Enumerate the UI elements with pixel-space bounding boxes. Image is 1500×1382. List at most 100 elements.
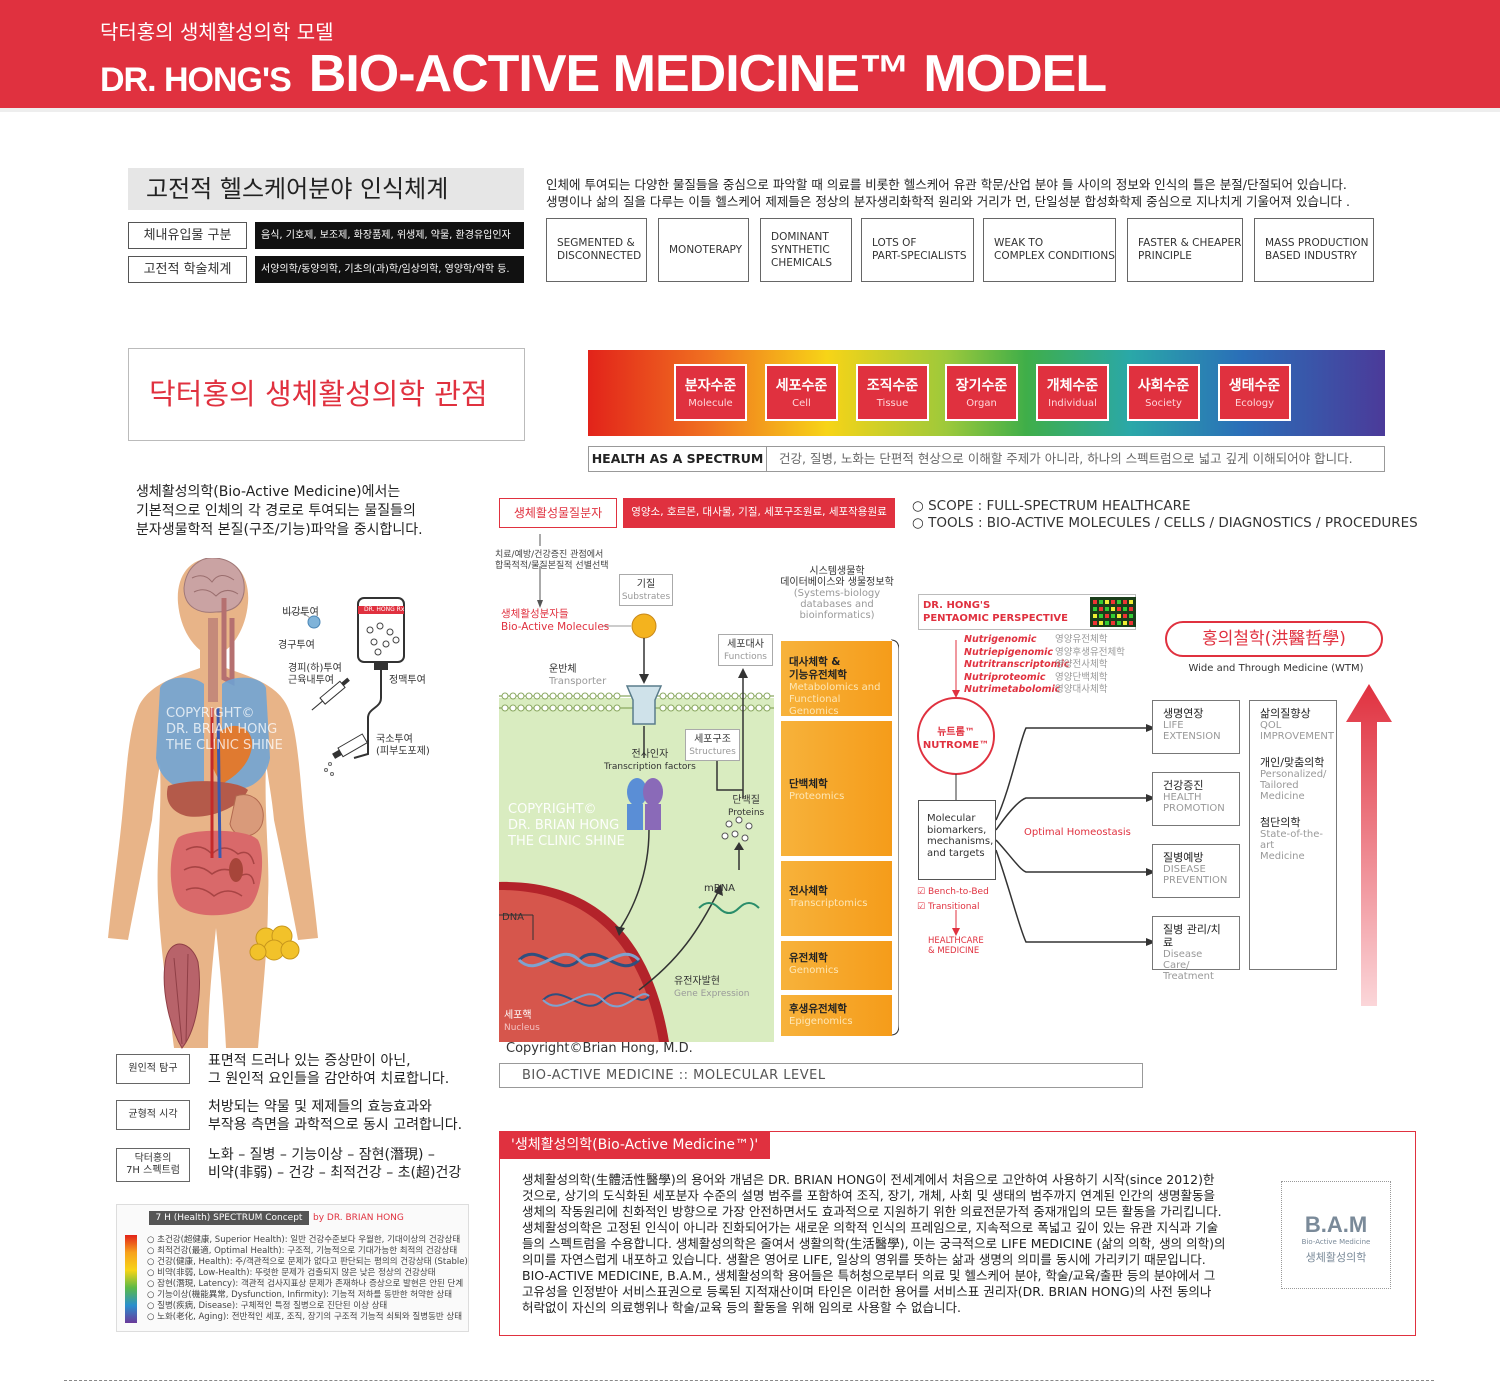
healthcare-1: HEALTHCARE <box>928 936 984 946</box>
biomarkers-2: biomarkers, <box>927 824 987 836</box>
legend-line-4: ○ 비약(非弱, Low-Health): 뚜렷한 문제가 검출되지 않은 낮은… <box>147 1268 436 1278</box>
diagram-copyright: Copyright©Brian Hong, M.D. <box>506 1041 693 1056</box>
legend-line-8: ○ 노화(老化, Aging): 전반적인 세포, 조직, 장기의 구조적 기능… <box>147 1312 463 1322</box>
characteristic-3-line-1: DOMINANT <box>771 230 829 243</box>
biomarkers-3: mechanisms, <box>927 836 994 847</box>
metabolism-en: Functions <box>724 652 767 662</box>
route-topical-2: (피부도포제) <box>376 746 430 757</box>
header-title-main: BIO-ACTIVE MEDICINE™ MODEL <box>308 45 1107 103</box>
protein-ko: 단백질 <box>732 795 760 806</box>
classic-title: 고전적 헬스케어분야 인식체계 <box>128 168 524 210</box>
healthcare-medicine: HEALTHCARE& MEDICINE <box>928 936 984 956</box>
outcome-1-en-1: LIFE <box>1163 720 1184 731</box>
definition-line-8: 고유성을 인정받아 서비스표권으로 등록된 지적재산이며 타인은 이러한 용어를… <box>522 1284 1212 1299</box>
definition-tab: '생체활성의학(Bio-Active Medicine™)' <box>499 1131 771 1159</box>
right-personalized-en-2: Tailored <box>1260 780 1299 791</box>
pentaomic-connectors <box>917 640 1156 946</box>
level-individual-ko: 개체수준 <box>1046 378 1099 394</box>
systems-en-2: databases and bioinformatics) <box>799 599 875 621</box>
pentaomic-item-1-ko: 영양유전체학 <box>1055 634 1108 645</box>
level-molecule-en: Molecule <box>688 398 733 409</box>
legend-by: by DR. BRIAN HONG <box>313 1213 404 1223</box>
header-banner <box>0 0 1500 112</box>
protein-en: Proteins <box>728 808 765 818</box>
right-personalized-ko: 개인/맞춤의학 <box>1260 756 1325 769</box>
note-causal-text: 표면적 드러나 있는 증상만이 아닌,그 원인적 요인들을 감안하여 치료합니다… <box>208 1052 449 1088</box>
characteristic-box-1: SEGMENTED &DISCONNECTED <box>546 218 647 282</box>
bam-logo-sub: Bio-Active Medicine <box>1301 1238 1371 1246</box>
omics-genomics-ko: 유전체학 <box>789 952 828 964</box>
bam-molecules-en: Bio-Active Molecules <box>501 621 610 633</box>
characteristic-6-line-2: PRINCIPLE <box>1138 250 1192 262</box>
systems-ko-2: 데이터베이스와 생물정보학 <box>780 577 894 588</box>
right-qol-en-1: QOL <box>1260 720 1282 731</box>
right-advanced-en-2: Medicine <box>1260 851 1305 862</box>
pentaomic-list-en: Nutrigenomic Nutriepigenomic Nutritransc… <box>964 634 1069 697</box>
bam-logo-ko: 생체활성의학 <box>1305 1251 1367 1264</box>
level-individual: 개체수준 Individual <box>1036 364 1109 421</box>
body-watermark-3: THE CLINIC SHINE <box>166 738 283 753</box>
systems-en-1: (Systems-biology <box>793 588 881 599</box>
gene-expression-en: Gene Expression <box>674 989 750 999</box>
right-advanced-ko: 첨단의학 <box>1260 816 1301 829</box>
note-spectrum-line-2: 비약(非弱) – 건강 – 최적건강 – 초(超)건강 <box>208 1165 462 1181</box>
characteristic-7-line-1: MASS PRODUCTION <box>1265 237 1369 249</box>
omics-metabolomics-en-2: Functional Genomics <box>789 694 841 717</box>
omics-epigenomics-ko: 후생유전체학 <box>789 1003 847 1015</box>
bam-logo: B.A.M Bio-Active Medicine 생체활성의학 <box>1281 1181 1391 1289</box>
dna-label: DNA <box>502 912 525 923</box>
definition-line-6: 의미를 자연스럽게 내포하고 있습니다. 생활은 영어로 LIFE, 일상의 영… <box>522 1252 1206 1267</box>
level-tissue-ko: 조직수준 <box>866 378 919 394</box>
health-spectrum-desc: 건강, 질병, 노화는 단편적 현상으로 이해할 주제가 아니라, 하나의 스펙… <box>779 451 1353 466</box>
level-individual-en: Individual <box>1048 398 1097 409</box>
outcome-2-en-1: HEALTH <box>1163 792 1202 803</box>
bench-to-bed: ☑ Bench-to-Bed <box>917 885 989 900</box>
structures-ko: 세포구조 <box>694 734 731 745</box>
molecular-level-bar: BIO-ACTIVE MEDICINE :: MOLECULAR LEVEL <box>499 1063 1143 1088</box>
omics-transcriptomics-en: Transcriptomics <box>789 898 868 909</box>
note-balanced-label: 균형적 시각 <box>116 1100 190 1130</box>
level-molecule-ko: 분자수준 <box>684 378 737 394</box>
outcome-3-en-2: PREVENTION <box>1163 875 1228 886</box>
tf-en: Transcription factors <box>604 762 696 772</box>
pentaomic-item-4-en: Nutriproteomic <box>964 671 1046 683</box>
nutrome-ko: 뉴트롬™ <box>937 727 975 738</box>
characteristic-5-line-2: COMPLEX CONDITIONS <box>994 250 1115 262</box>
route-subcut-1: 경피(하)투여 <box>288 663 342 674</box>
route-subcut-2: 근육내투여 <box>288 675 334 686</box>
pentaomic-title-1: DR. HONG'S <box>923 600 991 611</box>
classic-intro-line-1: 인체에 투여되는 다양한 물질들을 중심으로 파악할 때 의료를 비롯한 헬스케… <box>546 177 1347 192</box>
outcome-1-en-2: EXTENSION <box>1163 731 1221 742</box>
omics-metabolomics-ko-2: 기능유전체학 <box>789 669 847 681</box>
note-causal-label-text: 원인적 탐구 <box>128 1063 178 1074</box>
bam-logo-text: B.A.M <box>1304 1212 1368 1237</box>
wtm-subtitle: Wide and Through Medicine (WTM) <box>1188 663 1364 674</box>
level-ecology-en: Ecology <box>1234 398 1275 409</box>
pentaomic-list-ko: 영양유전체학 영양후생유전체학 영양전사체학 영양단백체학 영양대사체학 <box>1055 634 1125 697</box>
scope-tools: ○ SCOPE : FULL-SPECTRUM HEALTHCARE ○ TOO… <box>912 498 1418 532</box>
header-title-ko: 닥터홍의 생체활성의학 모델 <box>100 20 334 44</box>
biomarkers-4: and targets <box>927 847 985 859</box>
systems-ko-1: 시스템생물학 <box>809 566 865 577</box>
omics-proteomics-ko: 단백체학 <box>789 778 828 790</box>
bam-intro-line-3: 분자생물학적 본질(구조/기능)파악을 중시합니다. <box>136 522 423 538</box>
iv-bag-label: DR. HONG Rx <box>364 606 405 613</box>
scope-line: ○ SCOPE : FULL-SPECTRUM HEALTHCARE <box>912 498 1191 514</box>
characteristic-box-2: MONOTERAPY <box>658 218 749 282</box>
molecules-value: 영양소, 호르몬, 대사물, 기질, 세포구조원료, 세포작용원료 <box>623 498 895 528</box>
transporter-en: Transporter <box>549 676 607 687</box>
wtm-right-column: 삶의질향상 QOL IMPROVEMENT 개인/맞춤의학 Personaliz… <box>1249 700 1337 970</box>
